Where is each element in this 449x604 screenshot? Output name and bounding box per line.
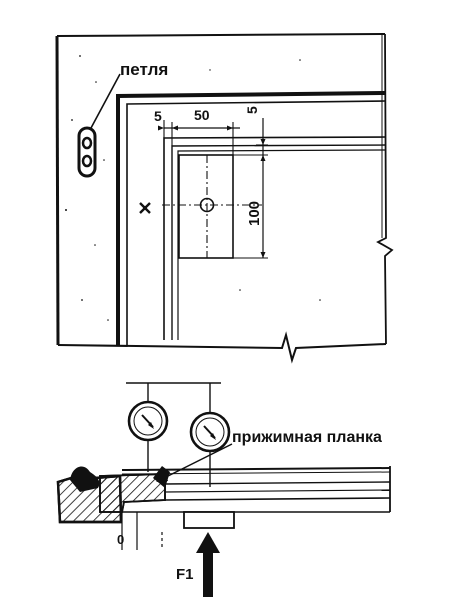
dial-gauge-icon <box>127 400 169 442</box>
door-leaf-section <box>121 466 391 513</box>
dial-gauge-icon <box>189 411 231 453</box>
texture-specks <box>65 55 321 321</box>
frame-section <box>56 466 166 524</box>
dimension-lines <box>158 118 268 259</box>
zero-mark-label: 0 <box>117 532 125 547</box>
cross-marker-icon <box>139 202 151 214</box>
force-label: F1 <box>176 566 194 583</box>
clamp-strip-leader <box>159 443 233 481</box>
dimension-height: 100 <box>246 200 263 226</box>
zero-reference <box>121 512 163 550</box>
dimension-width: 50 <box>194 107 210 123</box>
hinge-label: петля <box>120 60 169 79</box>
door-frame-top-view <box>55 33 394 364</box>
measurement-area <box>162 154 262 259</box>
clamp-strip-label: прижимная планка <box>232 429 382 446</box>
hinge-leader <box>90 73 121 129</box>
dimension-offset-top: 5 <box>244 106 260 114</box>
dimension-offset-left: 5 <box>154 108 162 124</box>
hinge-icon <box>77 126 97 178</box>
force-arrow-icon <box>196 532 220 597</box>
pressure-plate <box>183 511 235 529</box>
